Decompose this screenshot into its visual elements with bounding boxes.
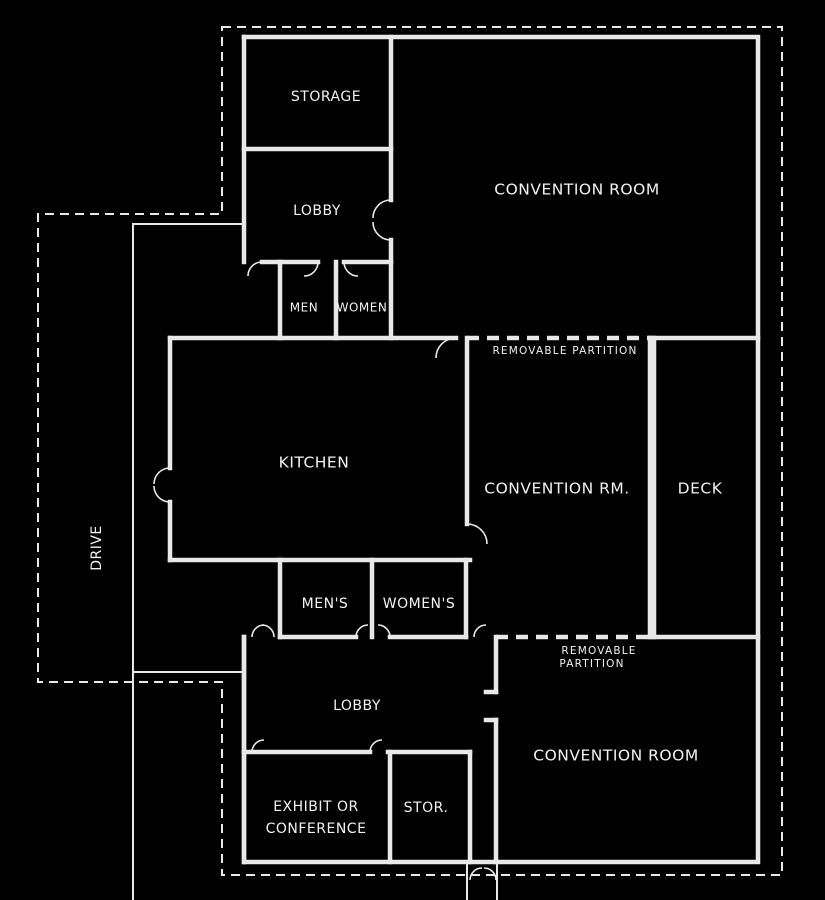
kitchen-label: KITCHEN: [279, 454, 350, 472]
convention-room-south-label: CONVENTION ROOM: [533, 747, 698, 765]
womens-south-label: WOMEN'S: [383, 596, 456, 612]
removable-partitions: [467, 335, 650, 640]
removable-partition-south-label-1: REMOVABLE: [561, 645, 636, 657]
exhibit-label-line1: EXHIBIT OR: [273, 799, 359, 815]
exhibit-label-line2: CONFERENCE: [266, 821, 367, 837]
room-labels: STORAGE CONVENTION ROOM LOBBY MEN WOMEN …: [89, 89, 723, 837]
convention-room-north-label: CONVENTION ROOM: [494, 181, 659, 199]
lobby-south-label: LOBBY: [333, 698, 381, 714]
property-boundary: [37, 26, 783, 876]
stor-label: STOR.: [404, 800, 449, 816]
lobby-north-label: LOBBY: [293, 203, 341, 219]
drive-label: DRIVE: [89, 525, 105, 571]
convention-rm-center-label: CONVENTION RM.: [484, 480, 629, 498]
building-walls: [167, 34, 761, 865]
men-north-label: MEN: [290, 301, 318, 315]
removable-partition-north-label: REMOVABLE PARTITION: [492, 345, 637, 357]
women-north-label: WOMEN: [337, 301, 388, 315]
drive-outline: [132, 223, 498, 900]
door-swings: [153, 199, 497, 881]
deck-label: DECK: [678, 480, 723, 498]
removable-partition-south-label-2: PARTITION: [559, 658, 624, 670]
mens-south-label: MEN'S: [302, 596, 349, 612]
storage-label: STORAGE: [291, 89, 361, 105]
